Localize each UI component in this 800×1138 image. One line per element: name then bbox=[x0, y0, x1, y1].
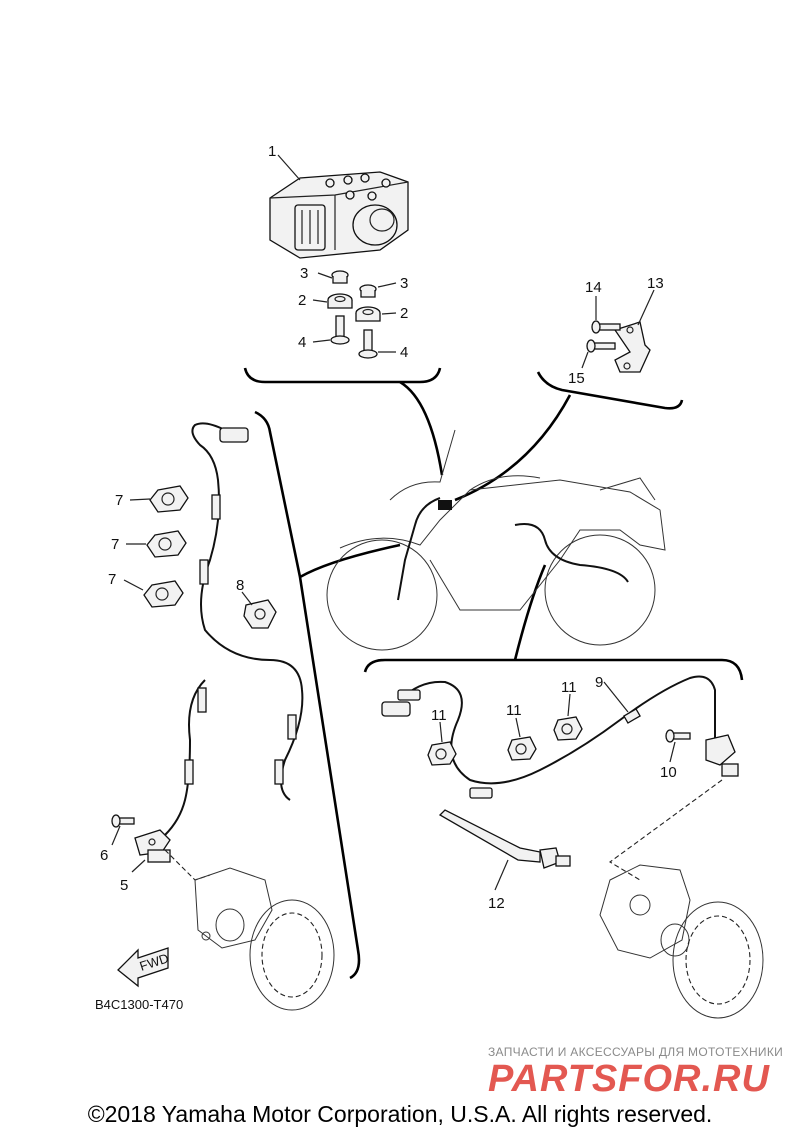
callout-13: 13 bbox=[647, 275, 664, 292]
grommet-8[interactable] bbox=[243, 599, 277, 629]
callout-1: 1 bbox=[268, 143, 276, 160]
rear-sensor-assembly: 9 10 11 11 11 bbox=[363, 658, 764, 1019]
sensor-bolt-6[interactable] bbox=[111, 814, 135, 828]
rear-wheel-sensor[interactable] bbox=[705, 734, 739, 777]
clamp-7-c[interactable] bbox=[143, 580, 184, 608]
cable-tie-12[interactable] bbox=[438, 809, 571, 869]
callout-7-c: 7 bbox=[108, 571, 116, 588]
callout-4-left: 4 bbox=[298, 334, 306, 351]
callout-11-c: 11 bbox=[561, 679, 577, 696]
callout-11-b: 11 bbox=[506, 702, 522, 719]
clamp-7-a[interactable] bbox=[149, 485, 189, 513]
callout-9: 9 bbox=[595, 674, 603, 691]
front-sensor-assembly: 7 7 7 8 6 5 bbox=[100, 410, 361, 1011]
callout-7-a: 7 bbox=[115, 492, 123, 509]
callout-2-right: 2 bbox=[400, 305, 408, 322]
watermark-tagline: ЗАПЧАСТИ И АКСЕССУАРЫ ДЛЯ МОТОТЕХНИКИ bbox=[488, 1045, 784, 1059]
callout-7-b: 7 bbox=[111, 536, 119, 553]
grommet-right[interactable] bbox=[355, 306, 381, 322]
bracket[interactable] bbox=[613, 321, 651, 373]
rear-sensor-harness[interactable] bbox=[399, 675, 716, 785]
collar-left[interactable] bbox=[331, 270, 349, 284]
bolt-left[interactable] bbox=[330, 315, 350, 345]
clamp-11-b[interactable] bbox=[507, 736, 537, 761]
copyright-notice: ©2018 Yamaha Motor Corporation, U.S.A. A… bbox=[87, 1101, 713, 1127]
callout-3-right: 3 bbox=[400, 275, 408, 292]
callout-14: 14 bbox=[585, 279, 602, 296]
clamp-11-a[interactable] bbox=[427, 741, 457, 766]
callout-12: 12 bbox=[488, 895, 505, 912]
clamp-7-b[interactable] bbox=[146, 530, 187, 558]
watermark-brand: PARTSFOR.RU bbox=[488, 1058, 770, 1100]
callout-2-left: 2 bbox=[298, 292, 306, 309]
fwd-arrow-icon: FWD bbox=[117, 947, 171, 988]
callout-8: 8 bbox=[236, 577, 244, 594]
bracket-bolt-15[interactable] bbox=[586, 339, 616, 353]
front-sensor-harness[interactable] bbox=[191, 422, 304, 801]
callout-4-right: 4 bbox=[400, 344, 408, 361]
callout-5: 5 bbox=[120, 877, 128, 894]
bracket-bolt-14[interactable] bbox=[591, 320, 621, 334]
callout-10: 10 bbox=[660, 764, 677, 781]
callout-15: 15 bbox=[568, 370, 585, 387]
diagram-code: B4C1300-T470 bbox=[95, 997, 184, 1012]
front-wheel-sensor[interactable] bbox=[134, 829, 171, 863]
callout-6: 6 bbox=[100, 847, 108, 864]
callout-3-left: 3 bbox=[300, 265, 308, 282]
collar-right[interactable] bbox=[359, 284, 377, 298]
bolt-right[interactable] bbox=[358, 329, 378, 359]
grommet-left[interactable] bbox=[327, 293, 353, 309]
motorcycle-outline bbox=[326, 429, 666, 651]
sensor-bolt-10[interactable] bbox=[665, 729, 691, 743]
hydraulic-unit[interactable] bbox=[269, 171, 409, 259]
hydraulic-unit-assembly: 1 3 2 4 bbox=[243, 143, 442, 384]
callout-11-a: 11 bbox=[431, 707, 447, 724]
bracket-assembly: 14 13 15 bbox=[536, 275, 684, 410]
clamp-11-c[interactable] bbox=[553, 716, 583, 741]
